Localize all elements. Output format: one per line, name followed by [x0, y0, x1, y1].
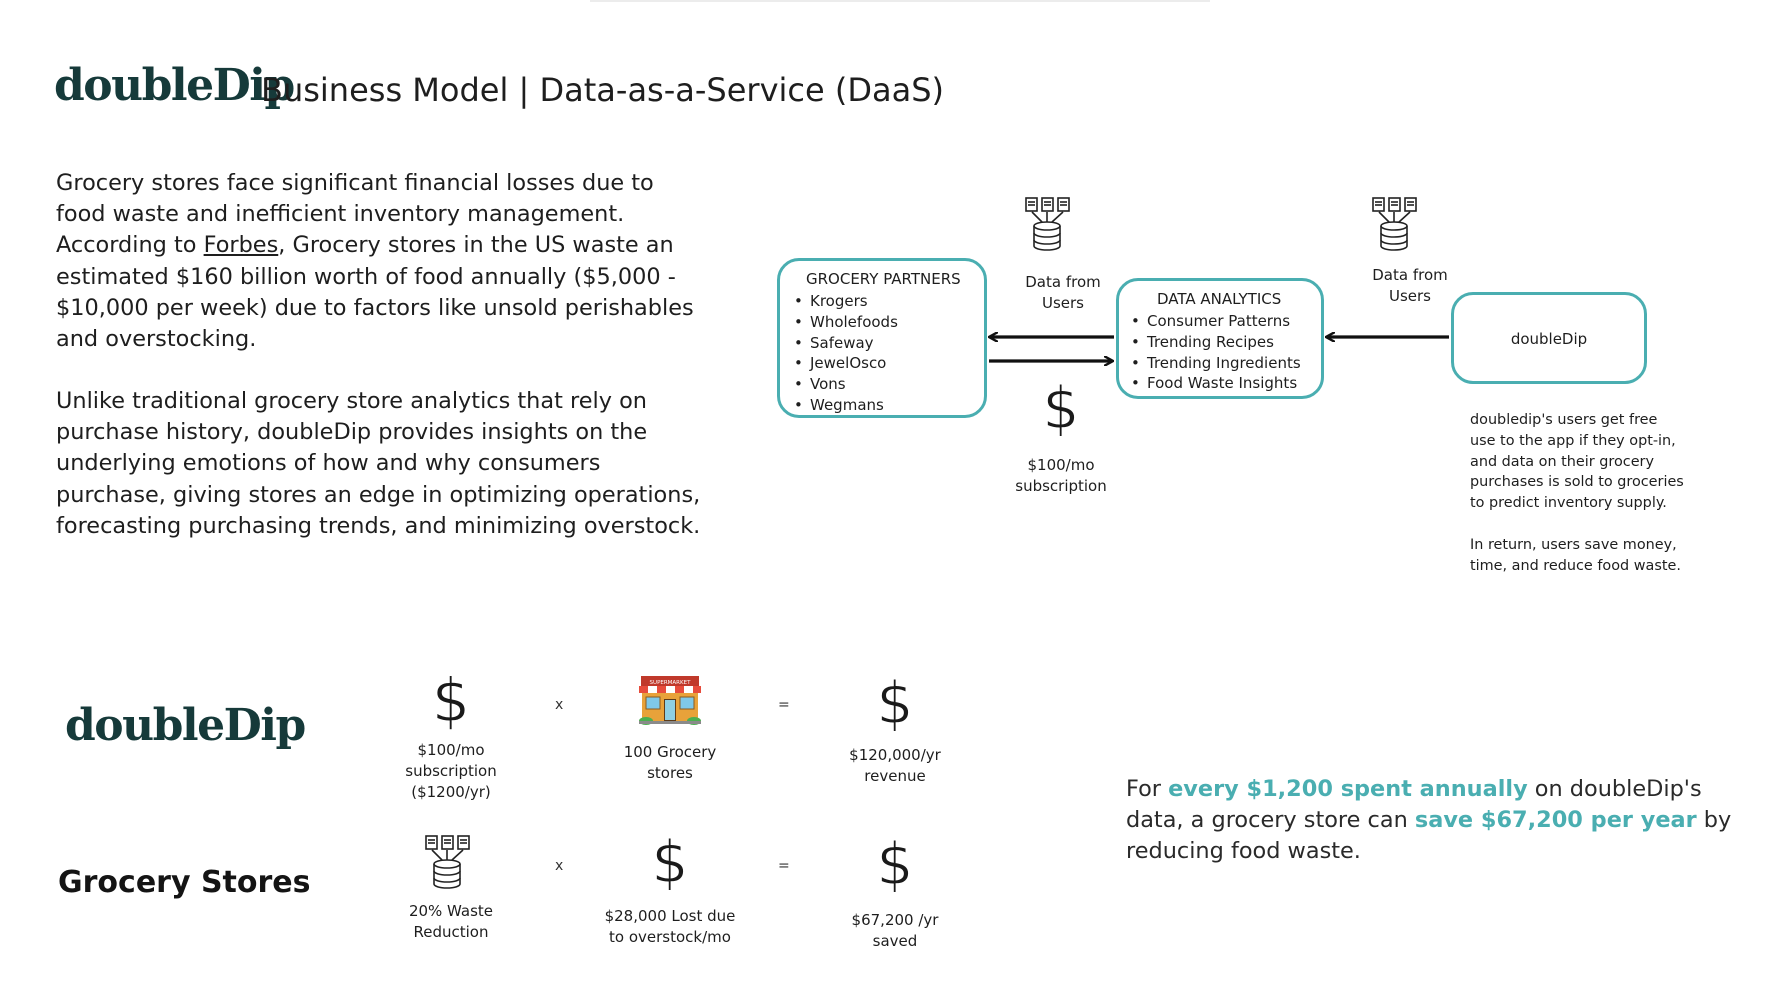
dollar-icon: $ — [1042, 374, 1080, 442]
text-line: In return, users save money, — [1470, 536, 1677, 553]
equals-sign: = — [778, 858, 790, 874]
equals-sign: = — [778, 697, 790, 713]
text-span: on doubleDip's — [1527, 776, 1702, 802]
text-line: $100/mo — [1027, 456, 1095, 474]
grocery-partners-list: Krogers Wholefoods Safeway JewelOsco Von… — [794, 291, 898, 416]
text-line: food waste and inefficient inventory man… — [56, 201, 625, 228]
text-span: For — [1126, 776, 1169, 802]
text-line: to predict inventory supply. — [1470, 495, 1667, 512]
text-line: $28,000 Lost due — [604, 907, 736, 925]
doubledip-users-note: doubledip's users get free use to the ap… — [1470, 410, 1684, 576]
text-line: For every $1,200 spent annually on doubl… — [1126, 774, 1731, 805]
doubledip-box-label: doubleDip — [1510, 330, 1588, 348]
text-span: According to — [56, 232, 204, 259]
grocery-store-icon: SUPERMARKET — [639, 676, 701, 725]
doubledip-row-logo: doubleDip — [65, 700, 306, 751]
list-item: Wegmans — [794, 395, 898, 416]
text-line: Users — [1388, 286, 1431, 305]
list-item: Trending Recipes — [1131, 332, 1301, 353]
text-line: stores — [647, 763, 693, 782]
text-line: 20% Waste — [408, 902, 494, 920]
text-line: $67,200 /yr — [851, 911, 939, 929]
data-analytics-title: DATA ANALYTICS — [1157, 290, 1282, 308]
text-line: to overstock/mo — [609, 927, 731, 946]
text-line: $100/mo — [417, 741, 485, 759]
dollar-icon: $ — [876, 830, 914, 898]
savings-callout: For every $1,200 spent annually on doubl… — [1126, 774, 1731, 867]
highlight-annual-spend: every $1,200 spent annually — [1168, 776, 1528, 802]
dollar-icon: $ — [876, 669, 914, 737]
list-item: Wholefoods — [794, 312, 898, 333]
text-line: estimated $160 billion worth of food ann… — [56, 263, 676, 290]
grocery-stores-heading: Grocery Stores — [58, 865, 311, 900]
database-icon — [1372, 197, 1417, 251]
top-divider — [590, 0, 1210, 2]
text-line: purchase, giving stores an edge in optim… — [56, 481, 701, 508]
doubledip-box: doubleDip — [1451, 292, 1647, 384]
text-line: purchases is sold to groceries — [1470, 474, 1684, 491]
text-line: revenue — [864, 766, 926, 785]
list-item: Consumer Patterns — [1131, 311, 1301, 332]
list-item: Krogers — [794, 291, 898, 312]
savings-label: $67,200 /yr saved — [835, 910, 955, 952]
subscription-cost-label: $100/mo subscription ($1200/yr) — [391, 740, 511, 802]
grocery-store-count-label: 100 Grocery stores — [610, 742, 730, 784]
text-line: data, a grocery store can save $67,200 p… — [1126, 805, 1731, 836]
text-line: ($1200/yr) — [411, 782, 491, 801]
text-line: and overstocking. — [56, 326, 257, 353]
text-line: subscription — [405, 761, 497, 780]
grocery-partners-title: GROCERY PARTNERS — [806, 270, 961, 288]
text-span: data, a grocery store can — [1126, 807, 1415, 833]
list-item: Safeway — [794, 333, 898, 354]
dollar-icon: $ — [431, 666, 471, 736]
list-item: JewelOsco — [794, 353, 898, 374]
text-span: by — [1696, 807, 1732, 833]
subscription-price-label: $100/mo subscription — [1001, 455, 1121, 497]
text-line: subscription — [1015, 476, 1107, 495]
database-icon — [425, 835, 470, 889]
revenue-label: $120,000/yr revenue — [835, 745, 955, 787]
list-item: Food Waste Insights — [1131, 373, 1301, 394]
database-icon — [1025, 197, 1070, 251]
text-line: $120,000/yr — [849, 746, 941, 764]
text-line: 100 Grocery — [623, 743, 717, 761]
text-line: underlying emotions of how and why consu… — [56, 450, 601, 477]
text-line: Data from — [1372, 266, 1448, 284]
text-line: Grocery stores face significant financia… — [56, 170, 654, 196]
overstock-loss-label: $28,000 Lost due to overstock/mo — [595, 906, 745, 948]
grocery-partners-box: GROCERY PARTNERS Krogers Wholefoods Safe… — [777, 258, 987, 418]
multiply-sign: x — [555, 697, 564, 713]
data-analytics-list: Consumer Patterns Trending Recipes Trend… — [1131, 311, 1301, 394]
data-from-users-label-1: Data from Users — [1003, 272, 1123, 314]
text-line: time, and reduce food waste. — [1470, 557, 1681, 574]
intro-paragraph-2: Unlike traditional grocery store analyti… — [56, 386, 700, 542]
text-line: use to the app if they opt-in, — [1470, 432, 1676, 449]
text-line: and data on their grocery — [1470, 453, 1654, 470]
text-line: Reduction — [413, 922, 489, 941]
text-line: Data from — [1025, 273, 1101, 291]
text-line: $10,000 per week) due to factors like un… — [56, 294, 694, 321]
brand-logo: doubleDip — [54, 60, 295, 111]
waste-reduction-label: 20% Waste Reduction — [391, 901, 511, 943]
data-analytics-box: DATA ANALYTICS Consumer Patterns Trendin… — [1116, 278, 1324, 399]
text-line: forecasting purchasing trends, and minim… — [56, 512, 701, 539]
dollar-icon: $ — [651, 828, 689, 896]
text-span: , Grocery stores in the US waste an — [278, 232, 674, 259]
text-line: doubledip's users get free — [1470, 412, 1658, 428]
text-line: saved — [872, 931, 918, 950]
text-line: purchase history, doubleDip provides ins… — [56, 419, 648, 446]
highlight-annual-savings: save $67,200 per year — [1414, 807, 1697, 833]
text-line: Users — [1041, 293, 1084, 312]
data-from-users-label-2: Data from Users — [1350, 265, 1470, 307]
multiply-sign: x — [555, 858, 564, 874]
forbes-link[interactable]: Forbes — [203, 232, 279, 259]
text-line: Unlike traditional grocery store analyti… — [56, 388, 647, 414]
list-item: Vons — [794, 374, 898, 395]
intro-paragraph-1: Grocery stores face significant financia… — [56, 168, 694, 355]
text-line: According to Forbes, Grocery stores in t… — [56, 230, 694, 261]
page-title: Business Model | Data-as-a-Service (DaaS… — [261, 71, 944, 109]
text-line: reducing food waste. — [1126, 838, 1361, 864]
list-item: Trending Ingredients — [1131, 353, 1301, 374]
store-sign-text: SUPERMARKET — [650, 680, 692, 686]
